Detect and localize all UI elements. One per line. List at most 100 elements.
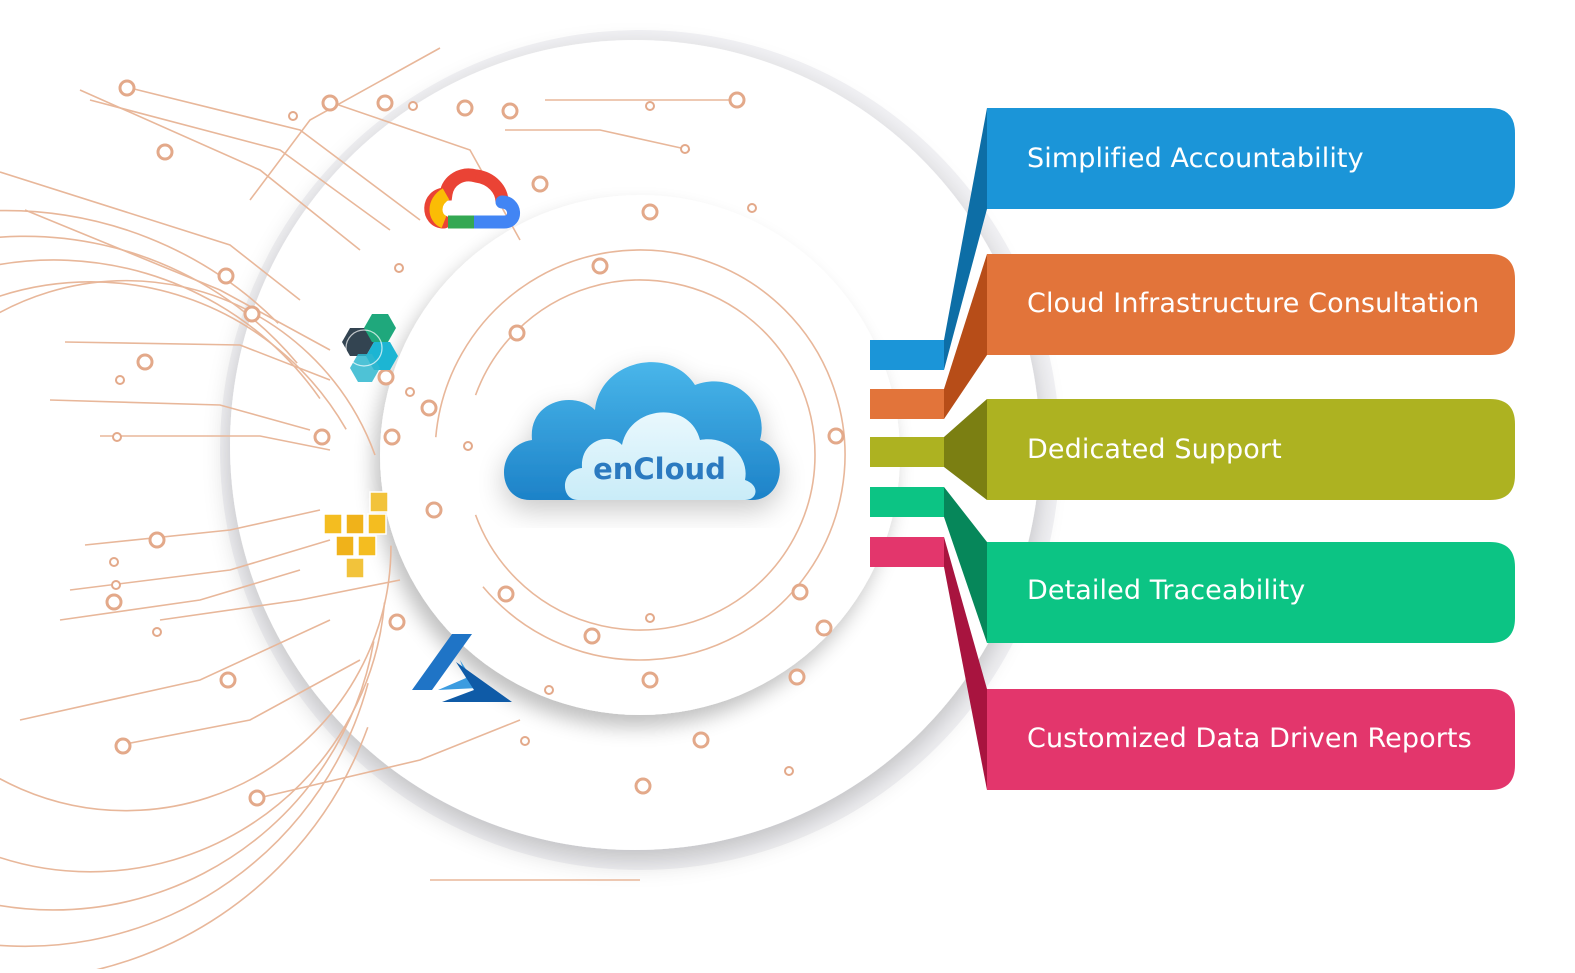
feature-label-detailed-traceability: Detailed Traceability (1027, 575, 1306, 606)
circuit-node (420, 399, 438, 417)
azure-icon (412, 634, 512, 702)
circuit-node (148, 531, 166, 549)
circuit-node (784, 766, 794, 776)
circuit-arc (0, 209, 369, 973)
circuit-trace (19, 619, 331, 721)
circuit-trace (84, 509, 321, 546)
circuit-node (388, 613, 406, 631)
feature-tab (987, 254, 1515, 355)
circuit-trace (89, 99, 391, 231)
feature-tabs (944, 108, 1515, 790)
circuit-node (728, 91, 746, 109)
circuit-trace (100, 435, 331, 451)
connector-stub (870, 537, 944, 567)
circuit-node (219, 671, 237, 689)
feature-label-dedicated-support: Dedicated Support (1027, 434, 1282, 465)
circuit-trace (159, 579, 401, 621)
circuit-node (788, 668, 806, 686)
feature-label-cloud-infrastructure-consultation: Cloud Infrastructure Consultation (1027, 288, 1480, 319)
circuit-node (408, 101, 418, 111)
circuit-node (827, 427, 845, 445)
circuit-node (115, 375, 125, 385)
circuit-node (321, 94, 339, 112)
feature-label-simplified-accountability: Simplified Accountability (1027, 143, 1364, 174)
encloud-brand-label: enCloud (593, 452, 726, 486)
circuit-node (645, 101, 655, 111)
circuit-trace (0, 171, 301, 301)
circuit-node (394, 263, 404, 273)
circuit-node (463, 441, 473, 451)
circuit-trace (59, 569, 301, 621)
circuit-node (508, 324, 526, 342)
circuit-trace (129, 87, 421, 221)
circuit-trace (24, 209, 331, 351)
aws-cubes-icon (323, 491, 389, 579)
connector-stub (870, 487, 944, 517)
circuit-trace (249, 719, 521, 801)
circuit-node (114, 737, 132, 755)
circuit-node (376, 94, 394, 112)
circuit-node (641, 203, 659, 221)
circuit-node (313, 428, 331, 446)
feature-tab (987, 689, 1515, 790)
circuit-node (425, 501, 443, 519)
multi-hexagon-cloud-icon (342, 314, 398, 382)
circuit-trace (505, 129, 691, 151)
circuit-node (815, 619, 833, 637)
connector-fold (944, 487, 987, 643)
circuit-node (377, 368, 395, 386)
circuit-node (243, 305, 261, 323)
circuit-trace (69, 539, 331, 591)
google-cloud-icon (424, 168, 520, 229)
circuit-node (152, 627, 162, 637)
circuit-trace (249, 47, 441, 201)
connector-stub (870, 437, 944, 467)
circuit-trace (79, 89, 361, 251)
circuit-node (156, 143, 174, 161)
circuit-node (248, 789, 266, 807)
encloud-logo-icon (503, 362, 780, 500)
circuit-arc (0, 279, 392, 812)
circuit-node (497, 585, 515, 603)
circuit-arc (474, 279, 816, 631)
circuit-arc (0, 259, 375, 911)
circuit-node (383, 428, 401, 446)
feature-tab (987, 542, 1515, 643)
connector-stubs (870, 340, 944, 567)
circuit-node (109, 557, 119, 567)
connector-fold (944, 399, 987, 500)
circuit-arc (434, 249, 846, 661)
circuit-node (456, 99, 474, 117)
connector-fold (944, 537, 987, 790)
circuit-node (405, 387, 415, 397)
circuit-node (747, 203, 757, 213)
circuit-node (217, 267, 235, 285)
circuit-arc (0, 235, 369, 948)
circuit-node (791, 583, 809, 601)
circuit-node (118, 79, 136, 97)
connector-stub (870, 389, 944, 419)
circuit-trace (64, 341, 331, 381)
circuit-node (591, 257, 609, 275)
circuit-node (544, 685, 554, 695)
connector-stub (870, 340, 944, 370)
circuit-arc (0, 281, 386, 873)
circuit-nodes (105, 79, 845, 807)
circuit-node (634, 777, 652, 795)
circuit-node (692, 731, 710, 749)
circuit-node (136, 353, 154, 371)
circuit-node (641, 671, 659, 689)
circuit-node (112, 432, 122, 442)
circuit-node (288, 111, 298, 121)
circuit-lines (0, 47, 846, 973)
connector-fold (944, 108, 987, 370)
circuit-node (105, 593, 123, 611)
feature-tab (987, 399, 1515, 500)
circuit-node (520, 736, 530, 746)
circuit-trace (329, 101, 521, 241)
circuit-node (645, 613, 655, 623)
feature-label-customized-reports: Customized Data Driven Reports (1027, 723, 1472, 754)
circuit-node (680, 144, 690, 154)
